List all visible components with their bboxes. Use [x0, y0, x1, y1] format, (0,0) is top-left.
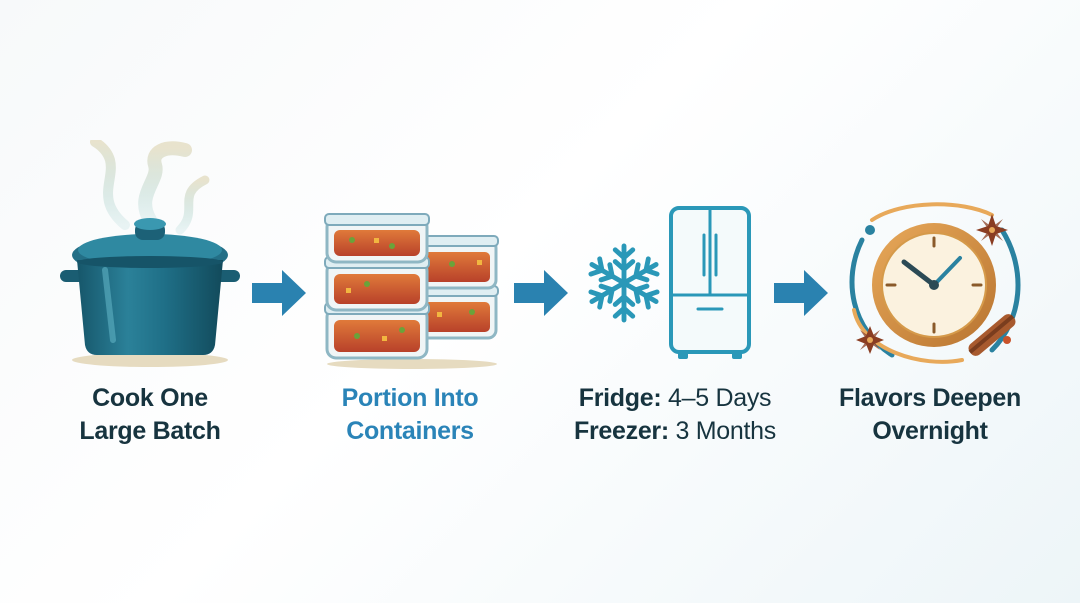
flavor-line-1: Flavors Deepen	[839, 384, 1021, 412]
cook-line-1: Cook One	[92, 384, 208, 412]
cook-label: Cook One Large Batch	[30, 382, 270, 448]
food-containers-icon	[324, 213, 499, 369]
fridge-value: 4–5 Days	[661, 384, 772, 412]
portion-label: Portion Into Containers	[290, 382, 530, 448]
cook-line-2: Large Batch	[79, 417, 221, 445]
cooking-pot-icon	[60, 140, 240, 367]
storage-label: Fridge: 4–5 Days Freezer: 3 Months	[540, 382, 810, 448]
fridge-line: Fridge: 4–5 Days	[540, 382, 810, 415]
arrow-right-icon	[252, 270, 306, 316]
fridge-label: Fridge:	[578, 384, 662, 412]
freezer-value: 3 Months	[668, 417, 777, 445]
portion-line-2: Containers	[346, 417, 474, 445]
fridge-icon	[669, 206, 751, 359]
arrow-right-icon	[514, 270, 568, 316]
freezer-line: Freezer: 3 Months	[540, 415, 810, 448]
flavor-label: Flavors Deepen Overnight	[810, 382, 1050, 448]
freezer-label: Freezer:	[574, 417, 669, 445]
snowflake-icon	[585, 243, 663, 326]
clock-icon	[849, 202, 1021, 364]
arrow-right-icon	[774, 270, 828, 316]
portion-line-1: Portion Into	[341, 384, 479, 412]
flavor-line-2: Overnight	[872, 417, 988, 445]
